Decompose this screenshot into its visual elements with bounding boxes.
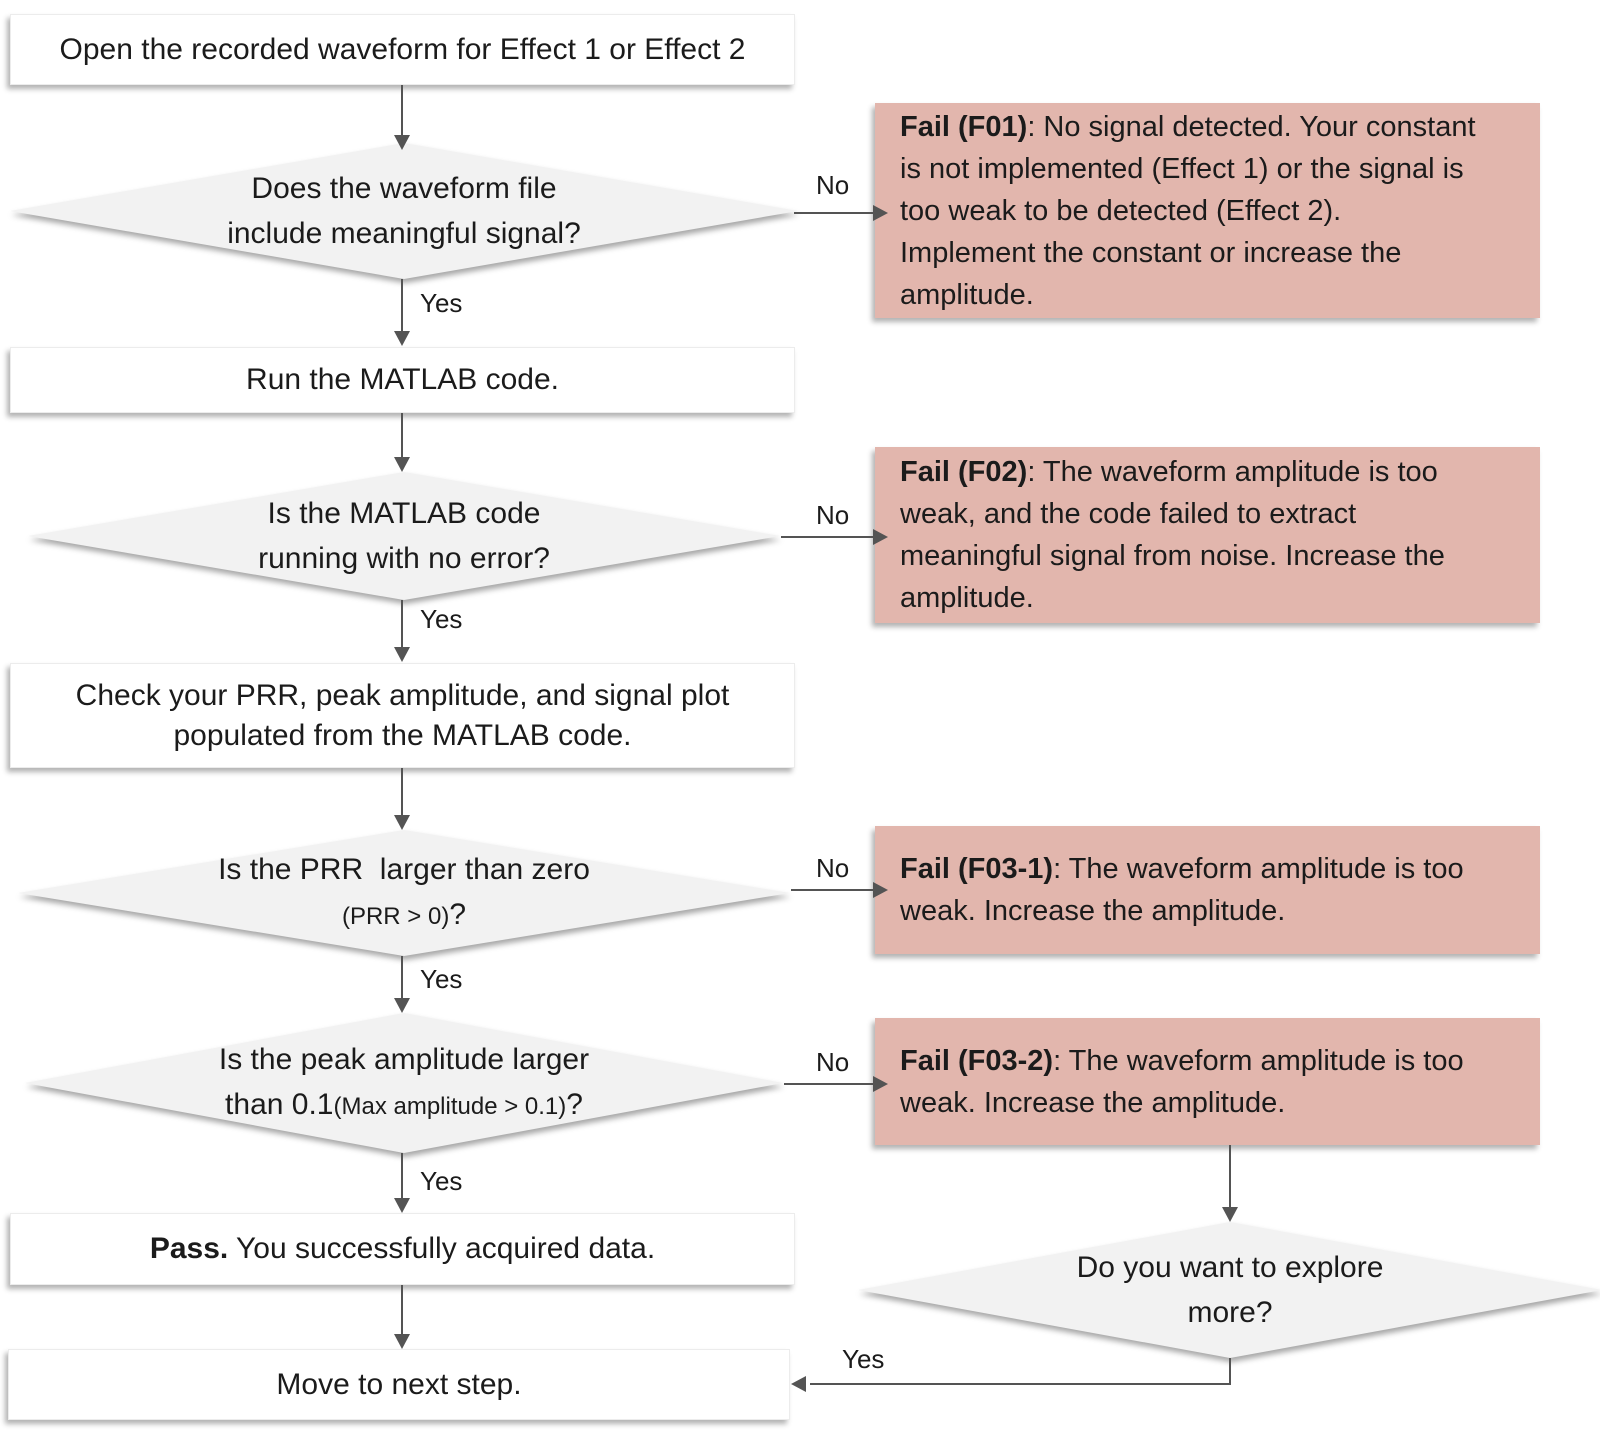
fail-f02-line3: meaningful signal from noise. Increase t… <box>900 540 1445 572</box>
decision-explore-more: Do you want to explore more? <box>858 1222 1600 1358</box>
edge-label-no-prr: No <box>816 853 850 883</box>
fail-f03-1-line1: Fail (F03-1): The waveform amplitude is … <box>900 853 1464 885</box>
arrowhead-right-icon <box>873 882 888 898</box>
arrowhead-down-icon <box>394 331 410 346</box>
arrowhead-down-icon <box>1222 1207 1238 1222</box>
step-run-matlab-label: Run the MATLAB code. <box>246 363 559 396</box>
step-move-next-label: Move to next step. <box>276 1367 522 1401</box>
fail-f01-line1: Fail (F01): No signal detected. Your con… <box>900 110 1476 143</box>
connector-amplitude-no <box>784 1083 874 1085</box>
arrowhead-down-icon <box>394 998 410 1013</box>
decision-matlab-line2: running with no error? <box>258 542 550 575</box>
edge-label-yes-prr: Yes <box>420 964 463 994</box>
step-pass: Pass. You successfully acquired data. <box>10 1213 795 1285</box>
edge-label-yes-explore: Yes <box>842 1344 885 1374</box>
connector-prr-to-amplitude <box>401 956 403 998</box>
pass-bold-text: Pass. <box>149 1232 229 1265</box>
arrowhead-right-icon <box>873 529 888 545</box>
connector-signal-no <box>794 212 874 214</box>
edge-label-yes-signal: Yes <box>420 288 463 318</box>
fail-box-f01: Fail (F01): No signal detected. Your con… <box>875 103 1540 318</box>
step-open-waveform-label: Open the recorded waveform for Effect 1 … <box>59 32 746 66</box>
fail-f01-line3: too weak to be detected (Effect 2). <box>900 194 1342 227</box>
arrowhead-down-icon <box>394 647 410 662</box>
arrowhead-down-icon <box>394 457 410 472</box>
decision-prr-line2: (PRR > 0)? <box>342 892 466 939</box>
step-move-next: Move to next step. <box>8 1349 790 1420</box>
arrowhead-down-icon <box>394 1334 410 1349</box>
decision-explore-line2: more? <box>1187 1296 1273 1329</box>
edge-label-no-matlab: No <box>816 500 850 530</box>
fail-box-f02: Fail (F02): The waveform amplitude is to… <box>875 447 1540 623</box>
arrowhead-down-icon <box>394 135 410 150</box>
arrowhead-right-icon <box>873 1076 888 1092</box>
step-pass-label: Pass. You successfully acquired data. <box>150 1229 655 1269</box>
decision-prr-positive: Is the PRR larger than zero (PRR > 0)? <box>18 830 790 956</box>
step-check-prr: Check your PRR, peak amplitude, and sign… <box>10 663 795 768</box>
arrowhead-right-icon <box>873 205 888 221</box>
fail-f01-line2: is not implemented (Effect 1) or the sig… <box>900 152 1464 185</box>
connector-open-to-signal <box>401 85 403 135</box>
fail-f02-line4: amplitude. <box>900 582 1034 614</box>
decision-amplitude-line1: Is the peak amplitude larger <box>218 1043 590 1076</box>
decision-peak-amplitude: Is the peak amplitude larger than 0.1(Ma… <box>25 1013 783 1153</box>
fail-f01-line5: amplitude. <box>900 278 1034 311</box>
edge-label-yes-matlab: Yes <box>420 604 463 634</box>
fail-box-f03-2: Fail (F03-2): The waveform amplitude is … <box>875 1018 1540 1145</box>
connector-pass-to-move <box>401 1285 403 1334</box>
amplitude-threshold-text: than 0.1 <box>225 1088 334 1121</box>
decision-signal-line2: include meaningful signal? <box>227 217 581 250</box>
arrowhead-down-icon <box>394 815 410 830</box>
connector-matlab-no <box>781 536 874 538</box>
edge-label-yes-amplitude: Yes <box>420 1166 463 1196</box>
prr-question-mark: ? <box>449 898 467 931</box>
connector-signal-to-run <box>401 279 403 331</box>
amplitude-condition-small: (Max amplitude > 0.1) <box>333 1093 567 1120</box>
fail-f02-label: Fail (F02) <box>900 456 1028 488</box>
fail-f03-1-label: Fail (F03-1) <box>900 853 1054 885</box>
fail-f01-line4: Implement the constant or increase the <box>900 236 1402 269</box>
step-open-waveform: Open the recorded waveform for Effect 1 … <box>10 14 795 85</box>
step-check-prr-line2: populated from the MATLAB code. <box>173 718 632 752</box>
fail-f03-2-label: Fail (F03-2) <box>900 1044 1054 1077</box>
arrowhead-left-icon <box>791 1376 806 1392</box>
pass-rest-text: You successfully acquired data. <box>228 1232 656 1265</box>
edge-label-no-signal: No <box>816 170 850 200</box>
fail-f03-2-line1: Fail (F03-2): The waveform amplitude is … <box>900 1044 1464 1077</box>
fail-f02-line2: weak, and the code failed to extract <box>900 498 1357 530</box>
fail-f01-label: Fail (F01) <box>900 110 1028 143</box>
arrowhead-down-icon <box>394 1198 410 1213</box>
connector-explore-yes <box>810 1383 1231 1385</box>
prr-condition-small: (PRR > 0) <box>341 903 450 930</box>
edge-label-no-amplitude: No <box>816 1047 850 1077</box>
decision-meaningful-signal: Does the waveform file include meaningfu… <box>10 143 798 279</box>
connector-amplitude-to-pass <box>401 1153 403 1198</box>
fail-f03-2-line2: weak. Increase the amplitude. <box>900 1086 1286 1119</box>
amplitude-question-mark: ? <box>566 1088 583 1121</box>
decision-matlab-no-error: Is the MATLAB code running with no error… <box>28 472 780 600</box>
fail-f02-line1: Fail (F02): The waveform amplitude is to… <box>900 456 1438 488</box>
step-check-prr-line1: Check your PRR, peak amplitude, and sign… <box>75 678 730 712</box>
fail-f03-1-line2: weak. Increase the amplitude. <box>900 895 1286 927</box>
connector-check-to-prr <box>401 768 403 815</box>
decision-explore-line1: Do you want to explore <box>1076 1251 1384 1284</box>
step-run-matlab: Run the MATLAB code. <box>10 347 795 413</box>
connector-matlab-to-check <box>401 600 403 648</box>
connector-f032-to-explore <box>1229 1145 1231 1208</box>
connector-prr-no <box>791 889 874 891</box>
connector-run-to-matlab <box>401 413 403 458</box>
decision-signal-line1: Does the waveform file <box>251 172 557 205</box>
decision-matlab-line1: Is the MATLAB code <box>267 497 541 530</box>
connector-explore-exit-vertical <box>1229 1358 1231 1384</box>
fail-box-f03-1: Fail (F03-1): The waveform amplitude is … <box>875 826 1540 954</box>
decision-amplitude-line2: than 0.1(Max amplitude > 0.1)? <box>225 1082 583 1129</box>
decision-prr-line1: Is the PRR larger than zero <box>218 853 590 886</box>
